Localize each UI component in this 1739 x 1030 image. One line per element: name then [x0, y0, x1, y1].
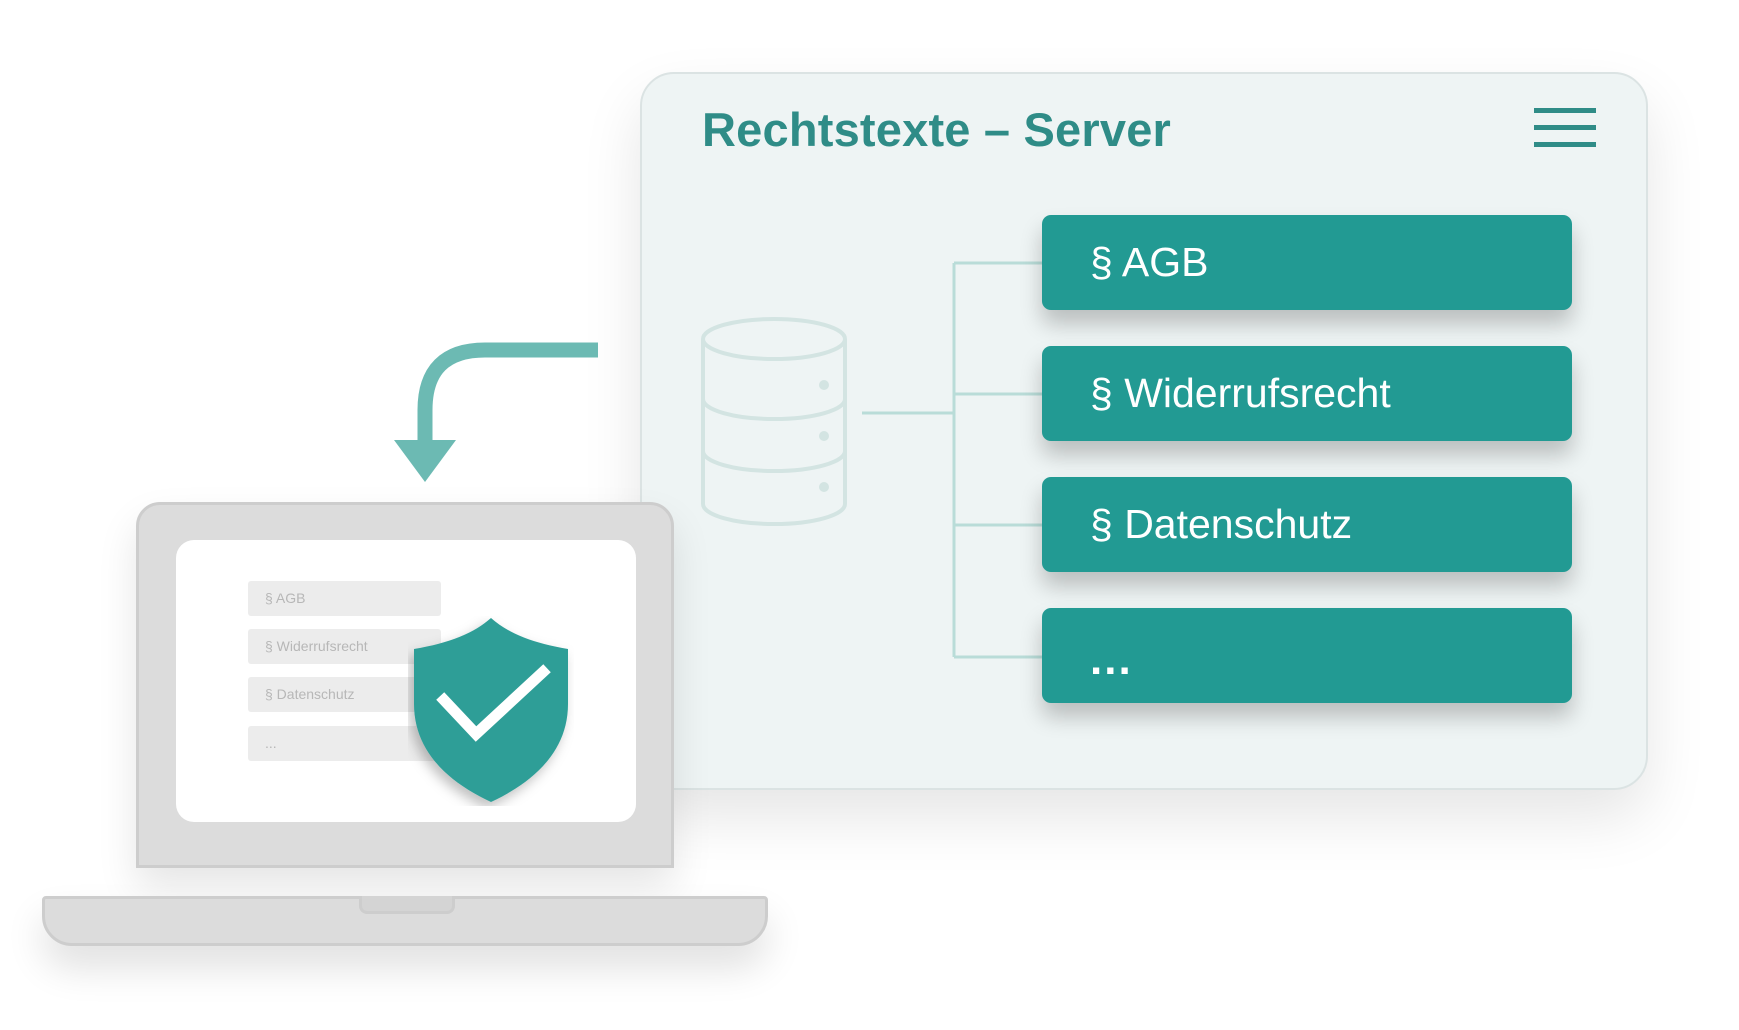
laptop-list-item: § AGB [248, 581, 441, 616]
laptop-notch [359, 896, 455, 914]
legal-item-widerrufsrecht[interactable]: § Widerrufsrecht [1042, 346, 1572, 441]
curved-down-arrow-icon [380, 330, 610, 490]
legal-item-label: § Widerrufsrecht [1090, 370, 1391, 417]
laptop-base [42, 896, 768, 946]
laptop-lid: § AGB § Widerrufsrecht § Datenschutz ... [136, 502, 674, 868]
legal-item-more[interactable]: ... [1042, 608, 1572, 703]
legal-item-datenschutz[interactable]: § Datenschutz [1042, 477, 1572, 572]
legal-item-label: § AGB [1090, 239, 1209, 286]
server-panel: Rechtstexte – Server [640, 72, 1648, 790]
shield-check-icon [408, 616, 574, 806]
legal-item-agb[interactable]: § AGB [1042, 215, 1572, 310]
legal-item-label: ... [1090, 635, 1133, 685]
legal-item-label: § Datenschutz [1090, 501, 1352, 548]
connector-lines [862, 263, 1044, 657]
